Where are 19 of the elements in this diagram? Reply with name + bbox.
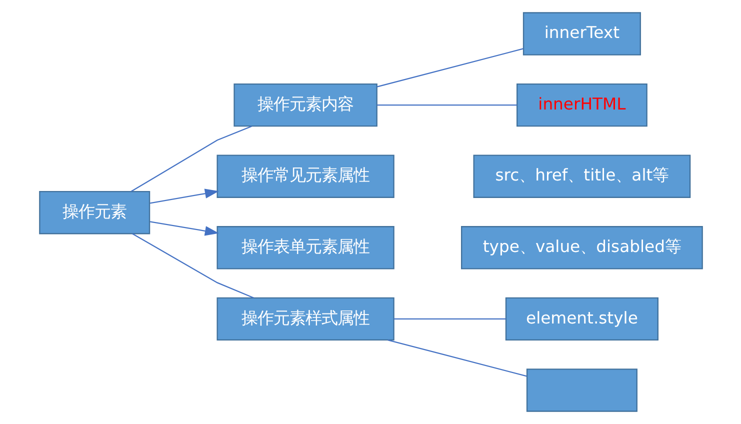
- connector: [130, 126, 252, 192]
- node-box: innerHTML: [516, 83, 647, 127]
- node-box: [526, 368, 637, 412]
- connector: [376, 104, 516, 106]
- connector: [376, 48, 523, 88]
- node-box: 操作元素: [38, 190, 150, 234]
- node-box: innerText: [522, 12, 640, 56]
- node-box: src、href、title、alt等: [472, 154, 690, 198]
- node-box: type、value、disabled等: [460, 226, 702, 270]
- node-box: 操作表单元素属性: [216, 226, 394, 270]
- node-box: 操作元素样式属性: [216, 297, 394, 341]
- node-box: element.style: [504, 297, 658, 341]
- node-box: 操作常见元素属性: [216, 154, 394, 198]
- arrow: [149, 188, 218, 204]
- connector: [387, 339, 526, 377]
- arrow: [149, 221, 218, 236]
- node-box: 操作元素内容: [233, 83, 377, 127]
- connector: [393, 318, 506, 320]
- connector: [131, 233, 254, 298]
